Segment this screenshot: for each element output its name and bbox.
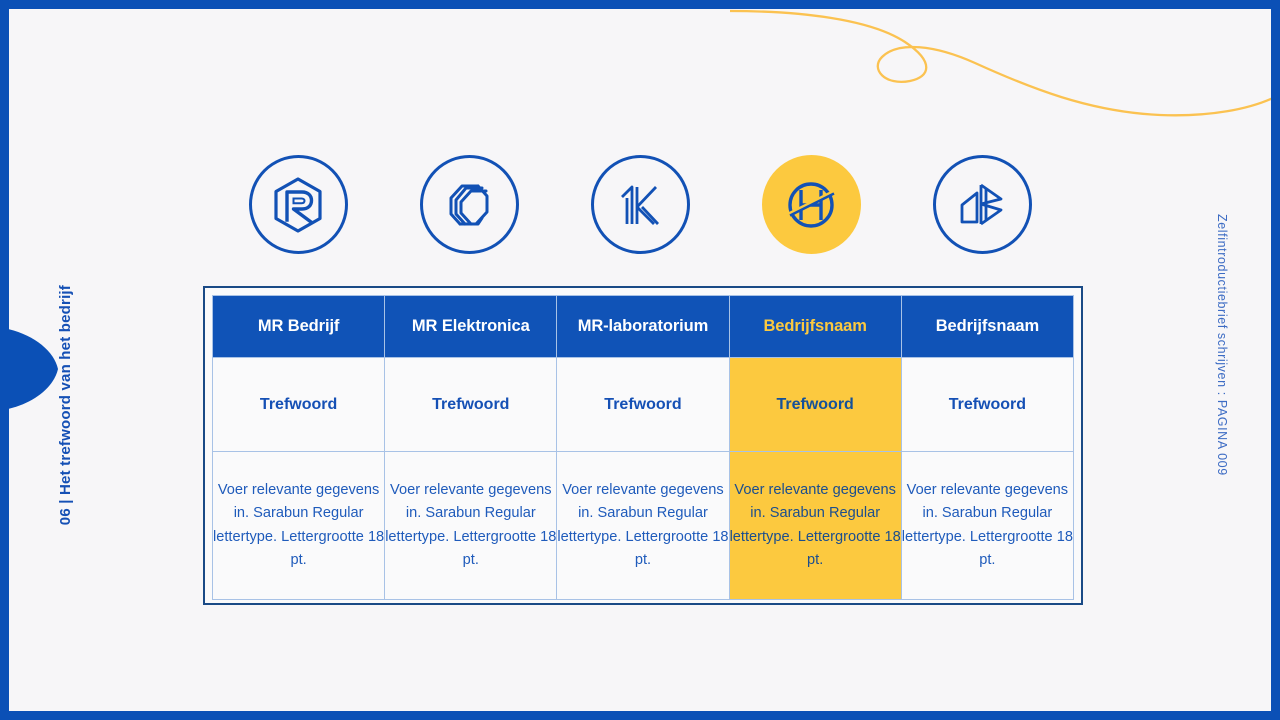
table-body-cell-2[interactable]: Voer relevante gegevens in. Sarabun Regu…	[384, 451, 558, 600]
table-keyword-cell-3[interactable]: Trefwoord	[556, 357, 730, 452]
interlocking-s-logo-icon[interactable]	[419, 155, 519, 254]
one-k-monogram-logo-icon[interactable]	[590, 155, 690, 254]
slide-footer-label: Zelfintroductiebrief schrijven : PAGINA …	[1215, 214, 1229, 476]
table-body-cell-3[interactable]: Voer relevante gegevens in. Sarabun Regu…	[556, 451, 730, 600]
table-header-cell-4[interactable]: Bedrijfsnaam	[728, 295, 902, 358]
table-body-cell-4[interactable]: Voer relevante gegevens in. Sarabun Regu…	[728, 451, 902, 600]
table-header-cell-5[interactable]: Bedrijfsnaam	[900, 295, 1075, 358]
table-keyword-row: Trefwoord Trefwoord Trefwoord Trefwoord …	[211, 357, 1075, 452]
yellow-swirl-decoration	[730, 9, 1271, 117]
table-keyword-cell-4[interactable]: Trefwoord	[728, 357, 902, 452]
keyword-table: MR Bedrijf MR Elektronica MR-laboratoriu…	[203, 286, 1083, 605]
company-logo-row	[9, 155, 1271, 254]
table-header-cell-2[interactable]: MR Elektronica	[384, 295, 558, 358]
table-header-row: MR Bedrijf MR Elektronica MR-laboratoriu…	[211, 295, 1075, 358]
table-body-cell-1[interactable]: Voer relevante gegevens in. Sarabun Regu…	[211, 451, 386, 600]
table-body-cell-5[interactable]: Voer relevante gegevens in. Sarabun Regu…	[900, 451, 1075, 600]
table-keyword-cell-2[interactable]: Trefwoord	[384, 357, 558, 452]
table-header-cell-1[interactable]: MR Bedrijf	[211, 295, 386, 358]
table-header-cell-3[interactable]: MR-laboratorium	[556, 295, 730, 358]
slide-section-label: 06 | Het trefwoord van het bedrijf	[57, 284, 74, 525]
table-keyword-cell-5[interactable]: Trefwoord	[900, 357, 1075, 452]
building-b-logo-icon[interactable]	[932, 155, 1032, 254]
hexagon-r-logo-icon[interactable]	[248, 155, 348, 254]
table-body-row: Voer relevante gegevens in. Sarabun Regu…	[211, 451, 1075, 600]
globe-h-logo-icon[interactable]	[761, 155, 861, 254]
table-keyword-cell-1[interactable]: Trefwoord	[211, 357, 386, 452]
slide-canvas: 06 | Het trefwoord van het bedrijf Zelfi…	[9, 9, 1271, 711]
blue-leaf-decoration	[9, 329, 58, 409]
